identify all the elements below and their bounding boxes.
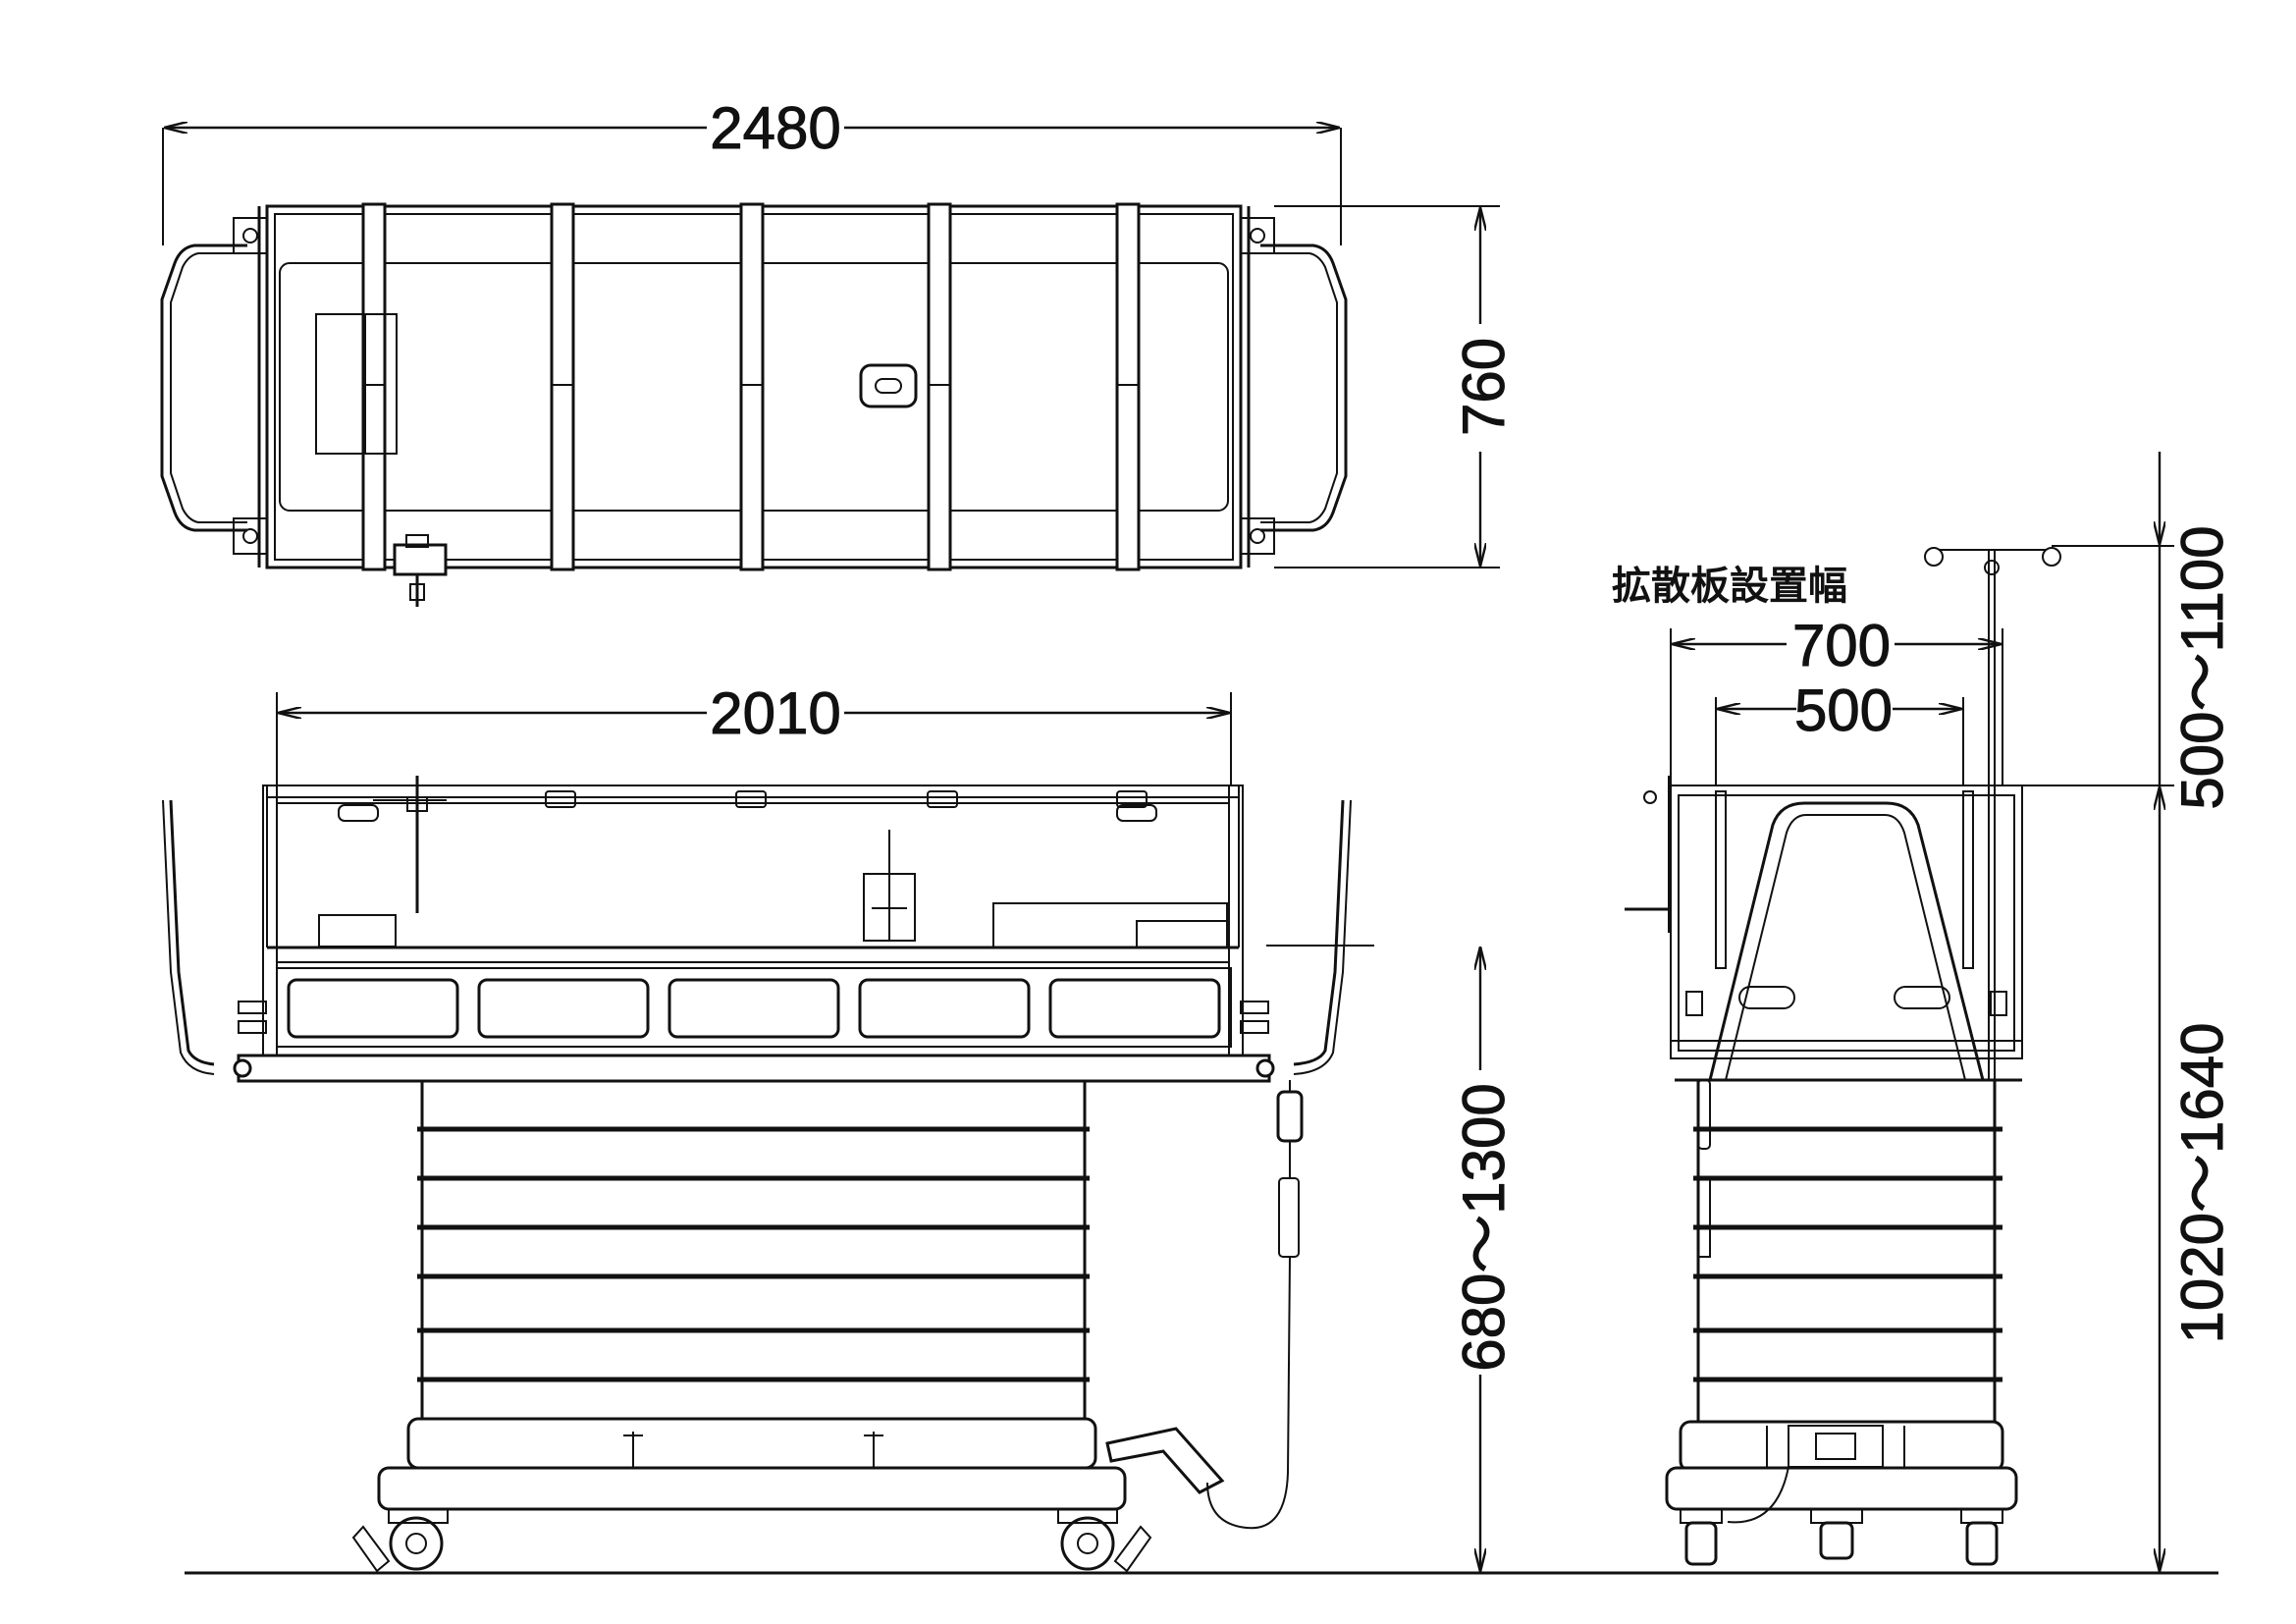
dim-height-range: 680～1300	[1451, 1083, 1517, 1372]
dim-bed-length: 2010	[710, 680, 840, 746]
end-view	[1625, 547, 2061, 1566]
dim-overall-length: 2480	[710, 95, 840, 161]
diffuser-label: 拡散板設置幅	[1612, 564, 1847, 609]
caster-end-left	[1680, 1508, 1723, 1566]
side-view	[162, 776, 2218, 1575]
strap	[550, 202, 575, 571]
tray-window	[287, 978, 459, 1039]
dim-pole-range: 500～1100	[2169, 525, 2235, 809]
caster-end-right	[1960, 1508, 2003, 1566]
strap	[927, 202, 952, 571]
caster-left	[351, 1508, 449, 1573]
caster-end-center	[1810, 1508, 1863, 1560]
dim-diffuser-outer: 700	[1792, 613, 1891, 678]
end-column-bellows	[1693, 1126, 2002, 1382]
strap	[739, 202, 765, 571]
strap	[1115, 202, 1141, 571]
tray-window	[1048, 978, 1221, 1039]
caster-right	[1057, 1508, 1152, 1573]
dim-total-height-range: 1020～1640	[2169, 1023, 2235, 1344]
dim-diffuser-inner: 500	[1794, 677, 1893, 743]
tray-window	[858, 978, 1031, 1039]
dimensions: 2480 760 2010 680～1300 拡散板設置幅 700 500	[162, 95, 2236, 1571]
dim-width: 760	[1451, 338, 1517, 436]
tray-window	[667, 978, 840, 1039]
strap	[361, 202, 387, 571]
column-bellows	[417, 1126, 1090, 1382]
top-view	[160, 202, 1348, 607]
tray-window	[477, 978, 650, 1039]
